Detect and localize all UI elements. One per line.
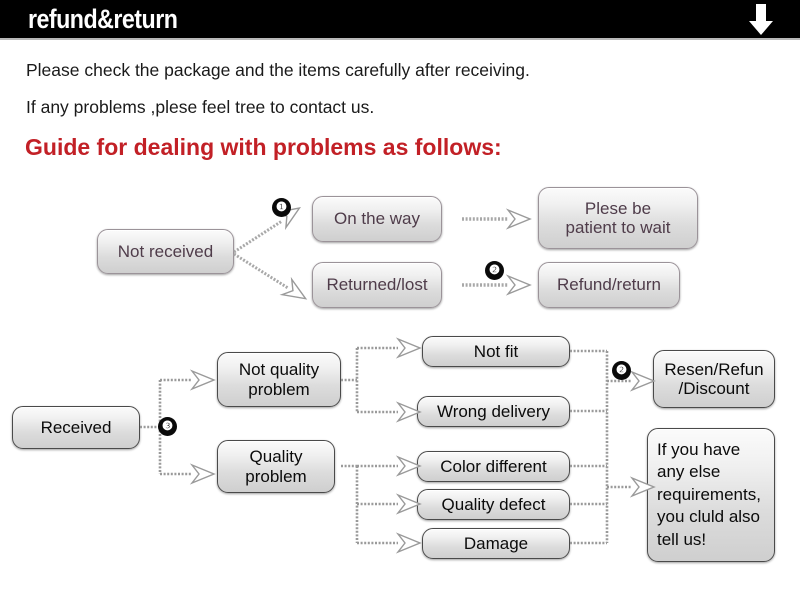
- box-issue-color-different[interactable]: Color different: [417, 451, 570, 482]
- box-returned-lost-label: Returned/lost: [326, 275, 428, 295]
- box-please-be-patient-label: Plese be patient to wait: [566, 199, 671, 237]
- intro-line-1: Please check the package and the items c…: [26, 60, 530, 80]
- box-not-received-label: Not received: [117, 241, 214, 261]
- badge-step-1: ❶: [272, 198, 291, 217]
- badge-step-2-bottom: ❷: [612, 361, 631, 380]
- box-received-label: Received: [40, 417, 112, 437]
- guide-heading: Guide for dealing with problems as follo…: [25, 134, 502, 160]
- box-not-quality-problem-line1: Not quality: [238, 360, 320, 380]
- box-issue-wrong-delivery-label: Wrong delivery: [436, 401, 551, 421]
- page-title: refund&return: [28, 4, 178, 34]
- box-quality-problem[interactable]: Quality problem: [217, 440, 335, 493]
- down-arrow-icon: [749, 4, 773, 35]
- box-not-received[interactable]: Not received: [97, 229, 234, 274]
- intro-line-2: If any problems ,plese feel tree to cont…: [26, 97, 375, 117]
- box-outcome-other-requirements[interactable]: If you have any else requirements, you c…: [647, 428, 775, 562]
- box-please-be-patient-line1: Plese be: [584, 198, 652, 218]
- box-issue-wrong-delivery[interactable]: Wrong delivery: [417, 396, 570, 427]
- box-refund-return[interactable]: Refund/return: [538, 262, 680, 308]
- outcome-resend-line2: /Discount: [678, 379, 750, 398]
- box-issue-not-fit[interactable]: Not fit: [422, 336, 570, 367]
- box-issue-quality-defect[interactable]: Quality defect: [417, 489, 570, 520]
- box-issue-damage[interactable]: Damage: [422, 528, 570, 559]
- box-not-quality-problem-label: Not quality problem: [239, 360, 319, 398]
- box-not-quality-problem[interactable]: Not quality problem: [217, 352, 341, 407]
- outcome-other-line2: any else: [657, 462, 721, 482]
- box-on-the-way-label: On the way: [334, 209, 420, 229]
- box-returned-lost[interactable]: Returned/lost: [312, 262, 442, 308]
- header-bar: refund&return: [0, 0, 800, 38]
- box-not-quality-problem-line2: problem: [248, 379, 310, 399]
- box-outcome-resend-refund-discount-label: Resen/Refun /Discount: [664, 360, 763, 398]
- box-quality-problem-line1: Quality: [249, 447, 303, 467]
- outcome-other-line3: requirements,: [657, 484, 761, 504]
- box-quality-problem-label: Quality problem: [245, 447, 306, 485]
- box-on-the-way[interactable]: On the way: [312, 196, 442, 242]
- badge-step-2-top: ❷: [485, 261, 504, 280]
- box-issue-damage-label: Damage: [463, 533, 529, 553]
- box-please-be-patient-line2: patient to wait: [565, 218, 671, 237]
- box-quality-problem-line2: problem: [245, 466, 307, 486]
- badge-step-3: ❸: [158, 417, 177, 436]
- box-received[interactable]: Received: [12, 406, 140, 449]
- box-outcome-other-requirements-label: If you have any else requirements, you c…: [657, 439, 761, 551]
- box-issue-not-fit-label: Not fit: [473, 341, 519, 361]
- box-refund-return-label: Refund/return: [557, 275, 661, 295]
- box-issue-quality-defect-label: Quality defect: [441, 494, 546, 514]
- box-please-be-patient[interactable]: Plese be patient to wait: [538, 187, 698, 249]
- header-divider: [0, 38, 800, 40]
- outcome-other-line1: If you have: [657, 439, 741, 459]
- box-outcome-resend-refund-discount[interactable]: Resen/Refun /Discount: [653, 350, 775, 408]
- outcome-other-line5: tell us!: [657, 529, 707, 549]
- box-issue-color-different-label: Color different: [440, 456, 547, 476]
- outcome-other-line4: you cluld also: [657, 507, 761, 527]
- outcome-resend-line1: Resen/Refun: [664, 359, 764, 379]
